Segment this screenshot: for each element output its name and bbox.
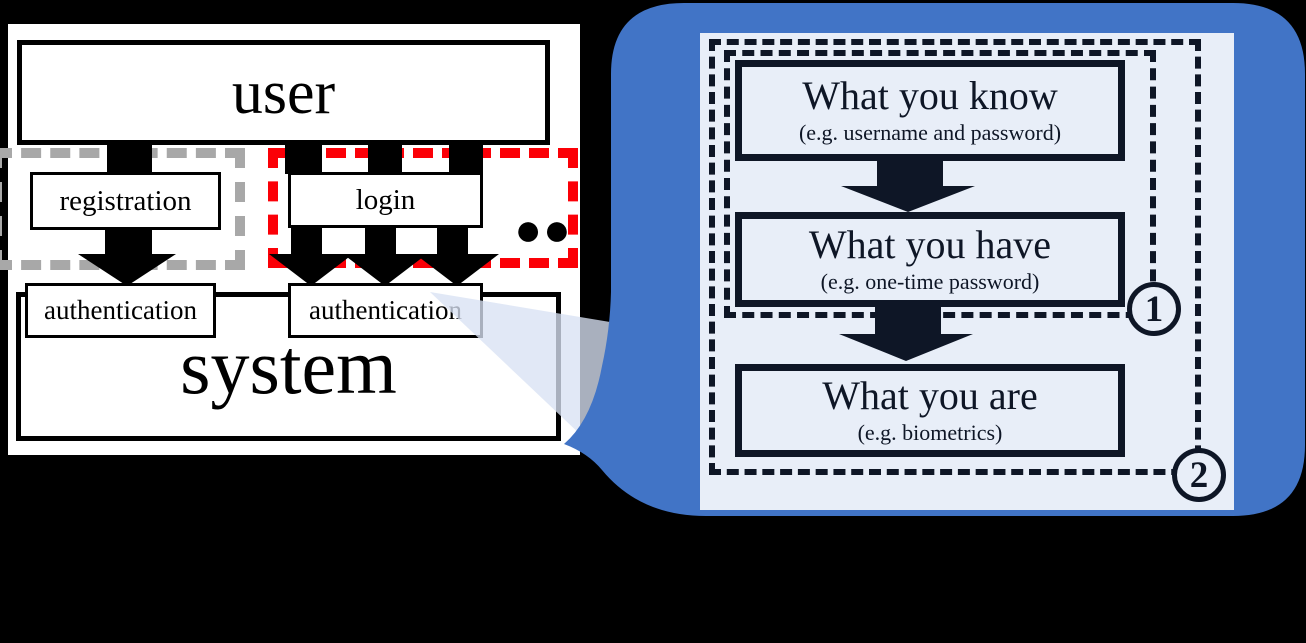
callout-panel: What you know (e.g. username and passwor… — [700, 33, 1234, 510]
factor-are-example: (e.g. biometrics) — [857, 420, 1003, 446]
more-factors-dots-icon: ●● — [514, 203, 572, 255]
factor-box-are: What you are (e.g. biometrics) — [735, 364, 1125, 457]
factor-box-know: What you know (e.g. username and passwor… — [735, 60, 1125, 161]
factor-are-title: What you are — [822, 373, 1038, 419]
marker-circle-2: 2 — [1172, 448, 1226, 502]
authentication-box-left: authentication — [25, 283, 216, 338]
marker-1-label: 1 — [1144, 288, 1164, 330]
login-label: login — [355, 183, 416, 216]
authentication-right-label: authentication — [309, 295, 462, 325]
marker-circle-1: 1 — [1127, 282, 1181, 336]
factor-know-title: What you know — [802, 73, 1058, 119]
authentication-left-label: authentication — [44, 295, 197, 325]
factor-have-example: (e.g. one-time password) — [820, 269, 1040, 295]
two-factor-dashed-group — [709, 39, 1201, 475]
authentication-box-right: authentication — [288, 283, 483, 338]
left-diagram-panel: system user registration login authentic… — [0, 24, 580, 455]
factor-box-have: What you have (e.g. one-time password) — [735, 212, 1125, 307]
user-label: user — [231, 58, 336, 127]
user-box: user — [17, 40, 550, 145]
registration-box: registration — [30, 172, 221, 230]
registration-label: registration — [59, 184, 192, 217]
marker-2-label: 2 — [1189, 454, 1209, 496]
login-box: login — [288, 172, 483, 228]
factor-know-example: (e.g. username and password) — [798, 120, 1062, 146]
factor-have-title: What you have — [808, 222, 1052, 268]
system-label: system — [180, 322, 397, 410]
